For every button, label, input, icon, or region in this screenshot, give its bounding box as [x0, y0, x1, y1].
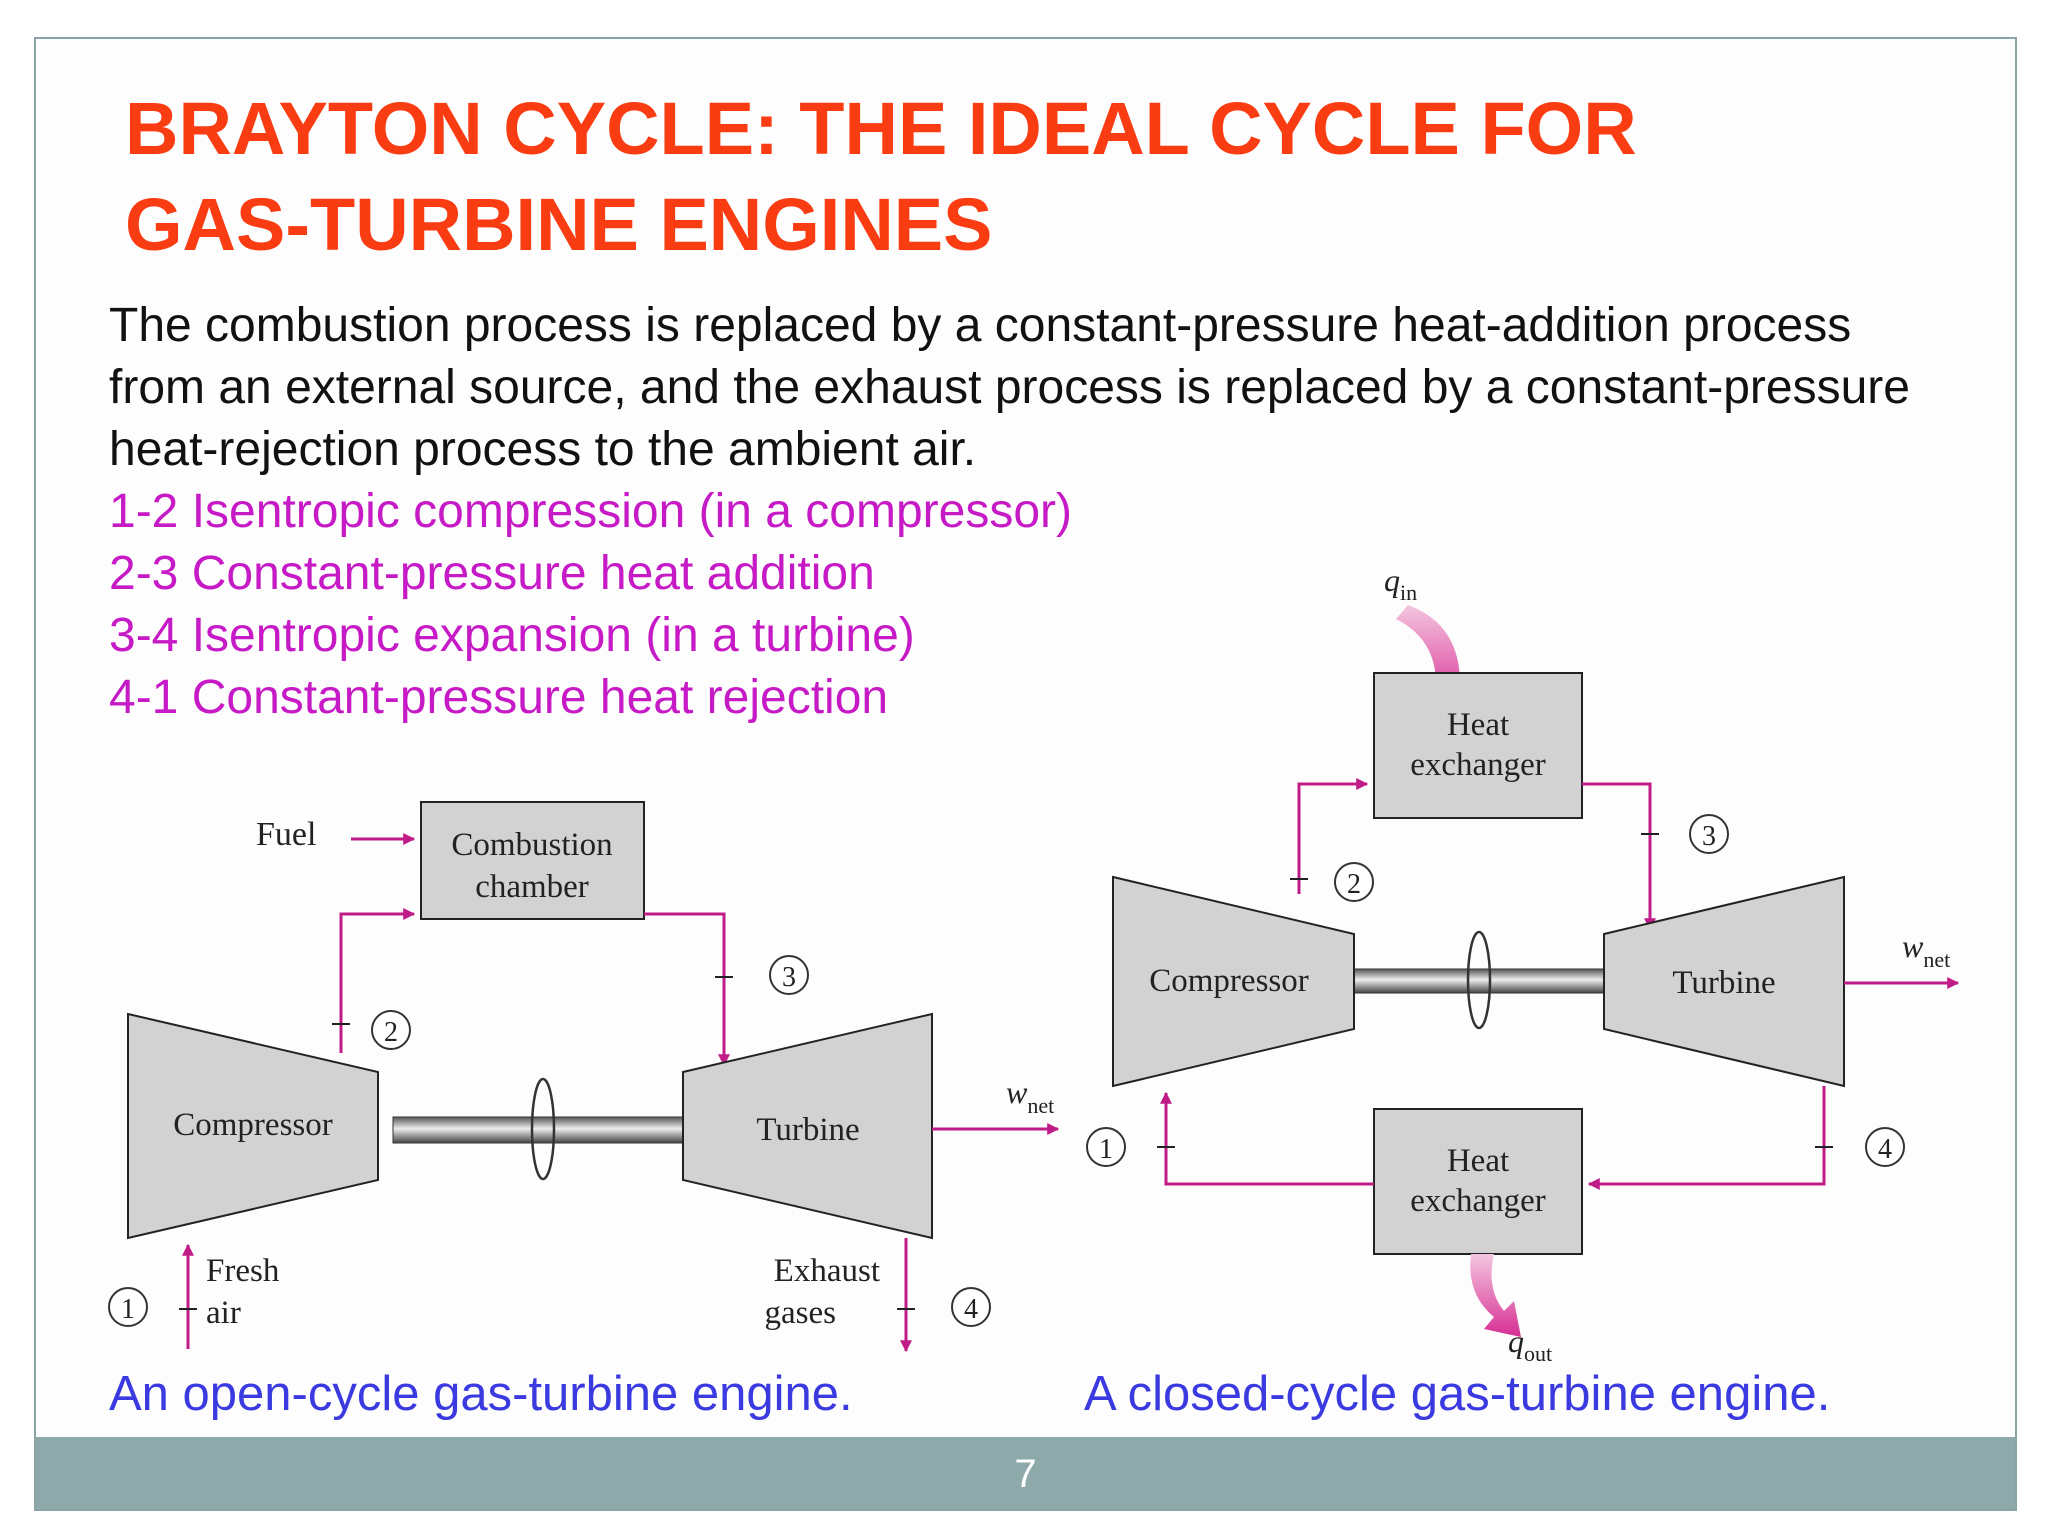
top-heat-exchanger-label-2: exchanger: [1410, 747, 1546, 783]
open-work-label: wnet: [1006, 1074, 1054, 1118]
open-cycle-caption: An open-cycle gas-turbine engine.: [109, 1367, 853, 1421]
process-step: 1-2 Isentropic compression (in a compres…: [109, 485, 1073, 538]
closed-state-1-marker: [1086, 1127, 1126, 1167]
exhaust-label-1: Exhaust: [774, 1253, 880, 1289]
open-rotation-icon: [530, 1077, 556, 1181]
process-step: 4-1 Constant-pressure heat rejection: [109, 671, 889, 724]
closed-work-label: wnet: [1902, 928, 1950, 972]
pipe-compressor-to-heater: [1297, 778, 1369, 894]
process-steps-list: 1-2 Isentropic compression (in a compres…: [109, 481, 1072, 729]
footer-bar: 7: [36, 1437, 2015, 1509]
top-heat-exchanger-box: [1373, 672, 1583, 819]
q-in-label: qin: [1384, 562, 1417, 605]
pipe-compressor-to-chamber: [339, 908, 416, 1053]
open-shaft: [392, 1116, 684, 1144]
closed-compressor-label: Compressor: [1149, 963, 1309, 999]
fresh-air-label-1: Fresh: [206, 1253, 280, 1289]
pipe-chamber-to-turbine: [644, 912, 730, 1067]
closed-state-4-number: 4: [1878, 1134, 1892, 1165]
process-step: 2-3 Constant-pressure heat addition: [109, 547, 875, 600]
fresh-air-label-2: air: [206, 1295, 241, 1331]
closed-state-3-marker: [1689, 814, 1729, 854]
q-out-label: qout: [1508, 1323, 1552, 1366]
bottom-heat-exchanger-label-1: Heat: [1447, 1143, 1509, 1179]
pipe-turbine-to-cooler: [1587, 1086, 1826, 1190]
combustion-chamber-label-1: Combustion: [451, 827, 612, 863]
bottom-heat-exchanger-box: [1373, 1108, 1583, 1255]
state-1-number: 1: [121, 1294, 135, 1325]
exhaust-label-2: gases: [765, 1295, 836, 1331]
closed-state-4-marker: [1865, 1127, 1905, 1167]
open-cycle-diagram: Fuel Combustion chamber 2 3 Compressor: [108, 801, 1060, 1353]
q-out-arrow: [1470, 1254, 1521, 1337]
closed-turbine-label: Turbine: [1672, 965, 1775, 1001]
combustion-chamber-label-2: chamber: [475, 869, 589, 905]
state-2-marker: [371, 1010, 411, 1050]
closed-state-2-marker: [1334, 862, 1374, 902]
bottom-heat-exchanger-label-2: exchanger: [1410, 1183, 1546, 1219]
closed-turbine-shape: [1603, 875, 1845, 1088]
state-3-marker: [769, 955, 809, 995]
top-heat-exchanger-label-1: Heat: [1447, 707, 1509, 743]
intro-paragraph: The combustion process is replaced by a …: [109, 299, 1910, 476]
state-3-number: 3: [782, 962, 796, 993]
closed-compressor-shape: [1112, 875, 1355, 1088]
pipe-heater-to-turbine: [1582, 782, 1656, 931]
state-2-number: 2: [384, 1017, 398, 1048]
closed-cycle-caption: A closed-cycle gas-turbine engine.: [1084, 1367, 1831, 1421]
open-compressor-shape: [127, 1012, 379, 1240]
closed-cycle-diagram: qin Heat exchanger 2 3 Compressor: [1086, 562, 1960, 1366]
cycle-diagrams: Fuel Combustion chamber 2 3 Compressor: [108, 562, 1960, 1366]
slide-title: BRAYTON CYCLE: THE IDEAL CYCLE FOR GAS-T…: [125, 81, 1925, 273]
slide: BRAYTON CYCLE: THE IDEAL CYCLE FOR GAS-T…: [34, 37, 2017, 1511]
closed-rotation-icon: [1466, 930, 1492, 1030]
closed-state-1-number: 1: [1099, 1134, 1113, 1165]
closed-state-2-number: 2: [1347, 869, 1361, 900]
open-turbine-shape: [682, 1012, 933, 1240]
page-number: 7: [1014, 1452, 1037, 1496]
state-4-number: 4: [964, 1294, 978, 1325]
process-step: 3-4 Isentropic expansion (in a turbine): [109, 609, 915, 662]
open-turbine-label: Turbine: [756, 1112, 859, 1148]
closed-state-3-number: 3: [1702, 821, 1716, 852]
open-compressor-label: Compressor: [173, 1107, 333, 1143]
state-4-marker: [951, 1287, 991, 1327]
closed-shaft: [1353, 968, 1605, 994]
title-line-1: BRAYTON CYCLE: THE IDEAL CYCLE FOR: [125, 87, 1637, 170]
title-line-2: GAS-TURBINE ENGINES: [125, 183, 993, 266]
state-1-marker: [108, 1287, 148, 1327]
fuel-label: Fuel: [256, 816, 316, 853]
pipe-cooler-to-compressor: [1160, 1091, 1374, 1186]
combustion-chamber-box: [420, 801, 645, 920]
